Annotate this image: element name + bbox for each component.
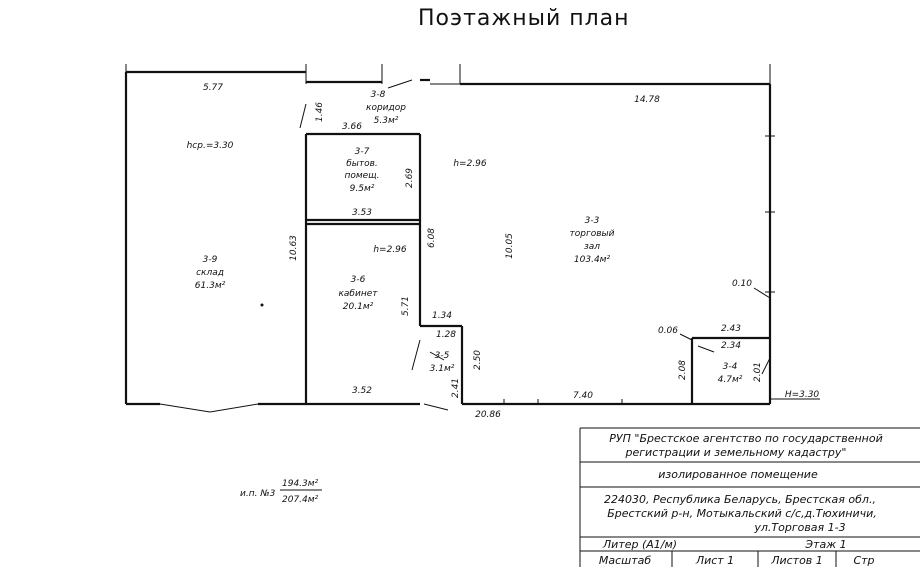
- stamp-floor: Этаж 1: [804, 538, 846, 551]
- dim-2086: 20.86: [475, 410, 501, 420]
- dim-134: 1.34: [432, 311, 452, 321]
- room-34-area: 4.7м²: [718, 375, 743, 385]
- stamp-liter: Литер (А1/м): [602, 538, 677, 551]
- leader-006: [679, 333, 693, 341]
- leader-010: [753, 287, 771, 299]
- door-35: [429, 351, 445, 361]
- dim-250: 2.50: [473, 350, 483, 370]
- ip-area1: 194.3м²: [282, 479, 319, 489]
- room-37-num: 3-7: [355, 147, 370, 157]
- dim-577: 5.77: [203, 83, 223, 93]
- room-38-num: 3-8: [371, 90, 386, 100]
- room-36-name: кабинет: [338, 289, 378, 299]
- dim-571: 5.71: [401, 296, 411, 316]
- door-34-right: [761, 357, 771, 375]
- room-37-name2: помещ.: [344, 171, 379, 181]
- room-39-area: 61.3м²: [195, 281, 226, 291]
- height-hsr: hср.=3.30: [187, 141, 234, 151]
- ip-label: и.п. №3: [240, 489, 276, 499]
- door-corridor: [387, 79, 413, 89]
- room-33-name1: торговый: [570, 229, 615, 239]
- stamp-sheet: Лист 1: [695, 554, 734, 567]
- room-35-num: 3-5: [435, 351, 450, 361]
- stamp-addr-line3: ул.Торговая 1-3: [753, 521, 845, 534]
- dim-201: 2.01: [753, 362, 763, 382]
- dim-1005: 10.05: [505, 233, 515, 259]
- dim-208: 2.08: [678, 360, 688, 380]
- height-note: H=3.30: [785, 390, 820, 400]
- dim-1478: 14.78: [634, 95, 660, 105]
- dim-243: 2.43: [721, 324, 741, 334]
- dim-269: 2.69: [405, 168, 415, 188]
- door-bottom: [423, 403, 449, 411]
- point-mark: [260, 303, 264, 307]
- dim-353: 3.53: [352, 208, 372, 218]
- room-33-num: 3-3: [585, 216, 600, 226]
- door-36: [411, 339, 421, 371]
- page-title: Поэтажный план: [418, 6, 630, 31]
- room-38-name: коридор: [366, 103, 406, 113]
- height-h2: h=2.96: [373, 245, 407, 255]
- dim-352: 3.52: [352, 386, 372, 396]
- stamp-object: изолированное помещение: [658, 468, 818, 481]
- stamp-addr-line1: 224030, Республика Беларусь, Брестская о…: [604, 493, 876, 506]
- room-37-area: 9.5м²: [350, 184, 375, 194]
- room-39-num: 3-9: [203, 255, 218, 265]
- stamp-page: Стр: [853, 554, 874, 567]
- bottom-bay: [159, 403, 259, 413]
- dim-234: 2.34: [721, 341, 741, 351]
- stamp-org-line2: регистрации и земельному кадастру": [625, 446, 847, 459]
- title-block: [579, 427, 920, 567]
- ip-area2: 207.4м²: [282, 495, 319, 505]
- dim-608: 6.08: [427, 228, 437, 248]
- dim-366: 3.66: [342, 122, 362, 132]
- room-33-name2: зал: [584, 242, 600, 252]
- dim-128: 1.28: [436, 330, 456, 340]
- door-37: [299, 103, 307, 129]
- room-37-name1: бытов.: [346, 159, 378, 169]
- dim-010: 0.10: [732, 279, 752, 289]
- dim-241: 2.41: [451, 378, 461, 398]
- room-39-name: склад: [196, 268, 224, 278]
- stamp-org-line1: РУП "Брестское агентство по государствен…: [609, 432, 882, 445]
- room-36-num: 3-6: [351, 275, 366, 285]
- height-h1: h=2.96: [453, 159, 487, 169]
- room-38-area: 5.3м²: [374, 116, 399, 126]
- dim-006: 0.06: [658, 326, 678, 336]
- dim-146: 1.46: [315, 102, 325, 122]
- room-33-area: 103.4м²: [574, 255, 611, 265]
- room-34-num: 3-4: [723, 362, 738, 372]
- stamp-scale: Масштаб: [599, 554, 651, 567]
- stamp-sheets: Листов 1: [770, 554, 823, 567]
- room-35-area: 3.1м²: [430, 364, 455, 374]
- dim-1063: 10.63: [289, 235, 299, 261]
- stamp-addr-line2: Брестский р-н, Мотыкальский с/с,д.Тюхини…: [607, 507, 877, 520]
- dim-740: 7.40: [573, 391, 593, 401]
- room-36-area: 20.1м²: [343, 302, 374, 312]
- door-34: [697, 345, 715, 353]
